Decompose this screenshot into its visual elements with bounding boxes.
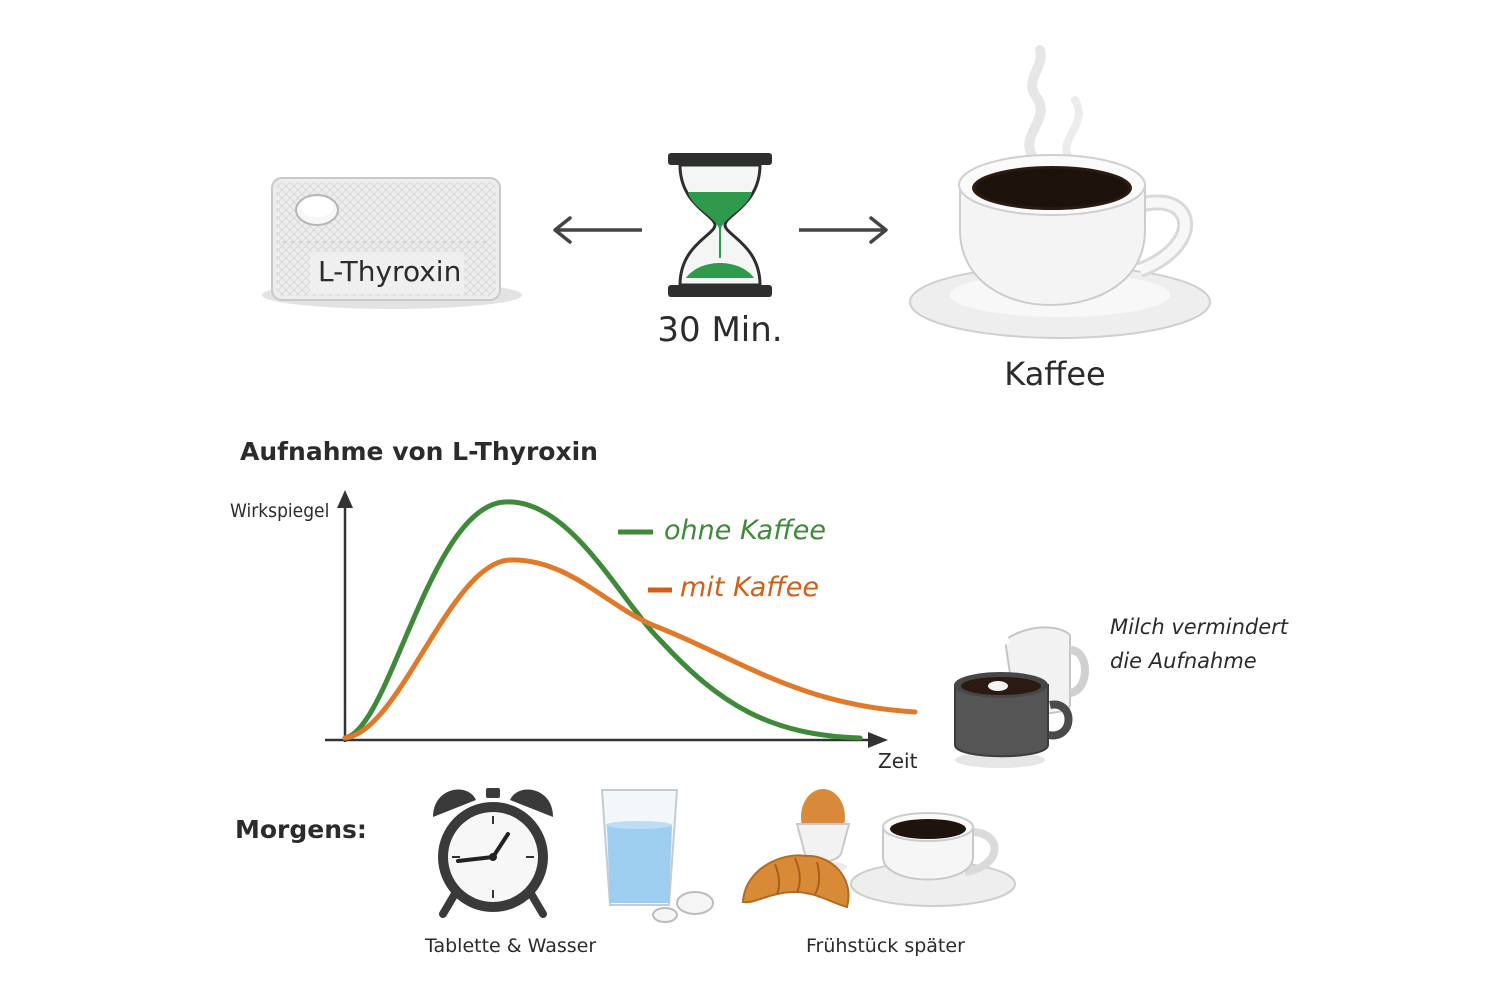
caption-tablet-water: Tablette & Wasser xyxy=(425,935,597,957)
caption-breakfast-later: Frühstück später xyxy=(806,935,965,957)
absorption-chart xyxy=(325,490,918,748)
blister-pack xyxy=(262,177,522,309)
hourglass-icon xyxy=(668,153,772,297)
croissant-icon xyxy=(741,854,850,909)
water-glass-icon xyxy=(600,789,714,923)
steam-icon xyxy=(1024,45,1083,165)
curve-without-coffee xyxy=(342,499,863,741)
coffee-cup-icon xyxy=(909,45,1211,339)
legend-with-coffee: mit Kaffee xyxy=(680,572,819,603)
milk-note-line2: die Aufnahme xyxy=(1110,649,1257,673)
milk-note: Milch vermindert die Aufnahme xyxy=(1110,610,1288,678)
y-axis-label: Wirkspiegel xyxy=(230,500,330,522)
legend-without-coffee: ohne Kaffee xyxy=(664,515,826,546)
pill-pack-label: L-Thyroxin xyxy=(318,255,462,288)
milk-coffee-icon xyxy=(954,626,1089,768)
milk-note-line1: Milch vermindert xyxy=(1110,615,1289,639)
coffee-label: Kaffee xyxy=(1004,355,1106,393)
arrow-left-icon xyxy=(553,216,642,244)
alarm-clock-icon xyxy=(433,788,553,918)
curve-with-coffee xyxy=(342,557,918,741)
y-axis xyxy=(337,490,353,742)
x-axis xyxy=(325,732,888,748)
pill-icon xyxy=(295,194,339,226)
x-axis-label: Zeit xyxy=(878,749,918,773)
small-coffee-cup-icon xyxy=(850,812,1016,907)
wait-time-label: 30 Min. xyxy=(657,310,783,350)
arrow-right-icon xyxy=(799,216,888,244)
morning-title: Morgens: xyxy=(235,815,367,844)
tablets-icon xyxy=(652,891,714,923)
breakfast-icon xyxy=(741,789,1016,909)
chart-title: Aufnahme von L-Thyroxin xyxy=(240,437,598,466)
